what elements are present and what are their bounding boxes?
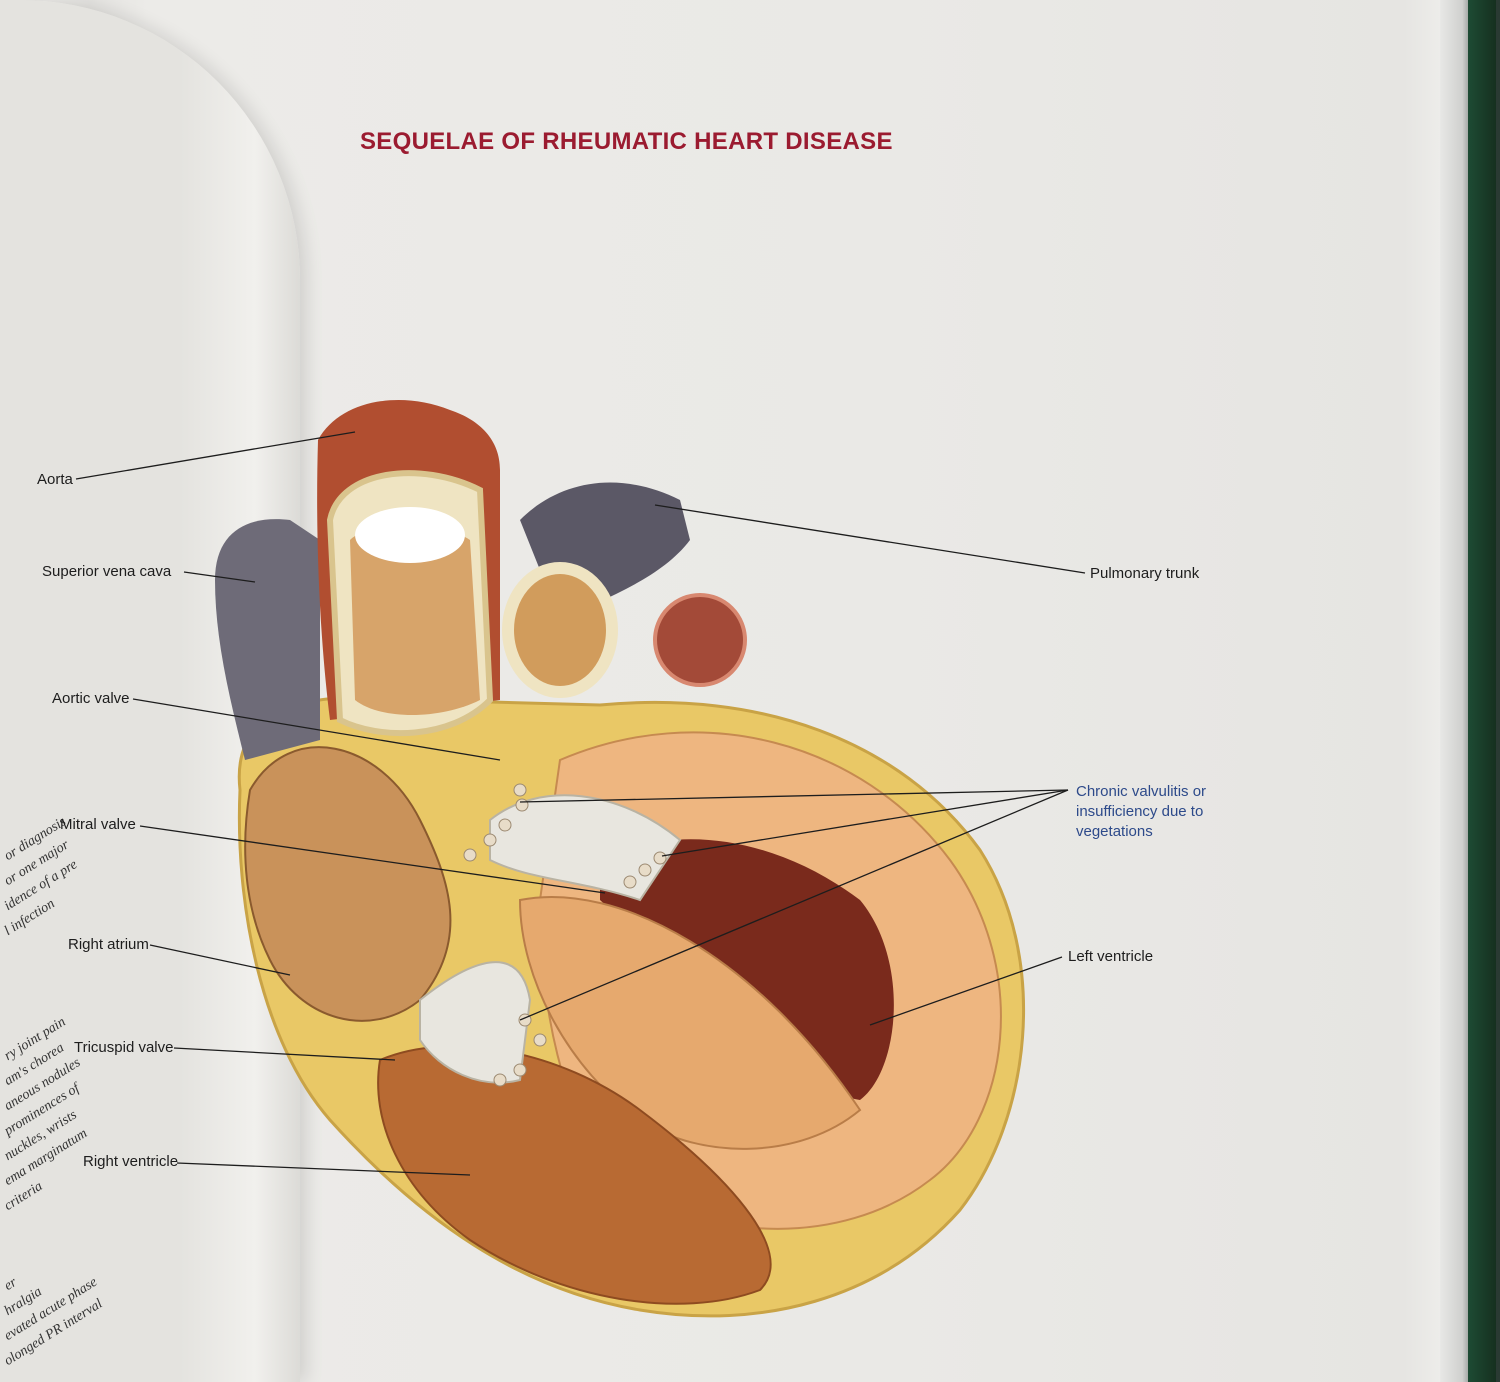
septum	[518, 896, 862, 1150]
superior-vena-cava	[215, 519, 320, 760]
page-title: SEQUELAE OF RHEUMATIC HEART DISEASE	[360, 128, 893, 155]
vegetations	[463, 783, 667, 1087]
book-cover-side	[1468, 0, 1496, 1382]
right-atrium	[244, 746, 452, 1022]
label-chronic-valvulitis: Chronic valvulitis or insufficiency due …	[1076, 782, 1206, 842]
label-aortic-valve: Aortic valve	[52, 690, 130, 707]
callout-line-1: Chronic valvulitis or	[1076, 783, 1207, 800]
aorta-lumen	[355, 507, 465, 563]
callout-line-3: vegetations	[1076, 823, 1153, 840]
label-left-ventricle: Left ventricle	[1068, 948, 1154, 965]
label-superior-vena-cava: Superior vena cava	[42, 563, 172, 580]
label-mitral-valve: Mitral valve	[60, 816, 136, 833]
aorta-inner	[350, 525, 480, 715]
left-atrial-appendage	[653, 593, 747, 687]
left-ventricle-cavity	[600, 839, 894, 1100]
tricuspid-valve-region	[419, 961, 532, 1084]
mitral-valve-region	[489, 794, 682, 902]
label-tricuspid-valve: Tricuspid valve	[74, 1039, 174, 1056]
right-ventricle	[377, 1045, 772, 1305]
label-right-atrium: Right atrium	[68, 936, 149, 953]
callout-line-2: insufficiency due to	[1076, 803, 1204, 820]
pulmonary-opening	[502, 562, 618, 698]
leader-lines	[75, 431, 1086, 1176]
label-right-ventricle: Right ventricle	[83, 1153, 179, 1170]
label-pulmonary-trunk: Pulmonary trunk	[1090, 565, 1200, 582]
label-aorta: Aorta	[37, 471, 73, 488]
